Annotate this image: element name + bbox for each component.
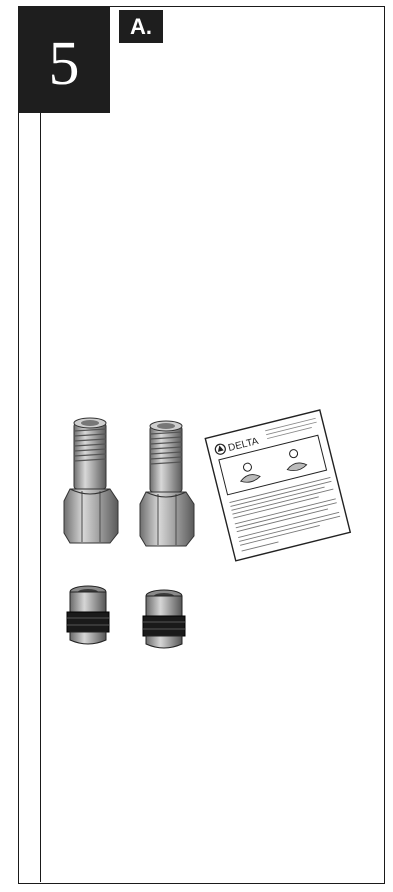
step-frame: [18, 6, 385, 884]
sub-step-label: A.: [130, 13, 152, 39]
compression-nut-icon: [64, 584, 112, 650]
compression-nut-icon: [140, 588, 188, 654]
delta-logo-icon: [214, 443, 226, 455]
inner-column-rule: [40, 110, 41, 882]
threaded-adapter-icon: [136, 418, 198, 548]
threaded-adapter-icon: [60, 415, 122, 545]
sub-step-label-box: A.: [119, 10, 163, 43]
step-number: 5: [48, 29, 80, 98]
step-number-box: 5: [18, 6, 110, 113]
instruction-card: DELTA: [204, 402, 354, 562]
